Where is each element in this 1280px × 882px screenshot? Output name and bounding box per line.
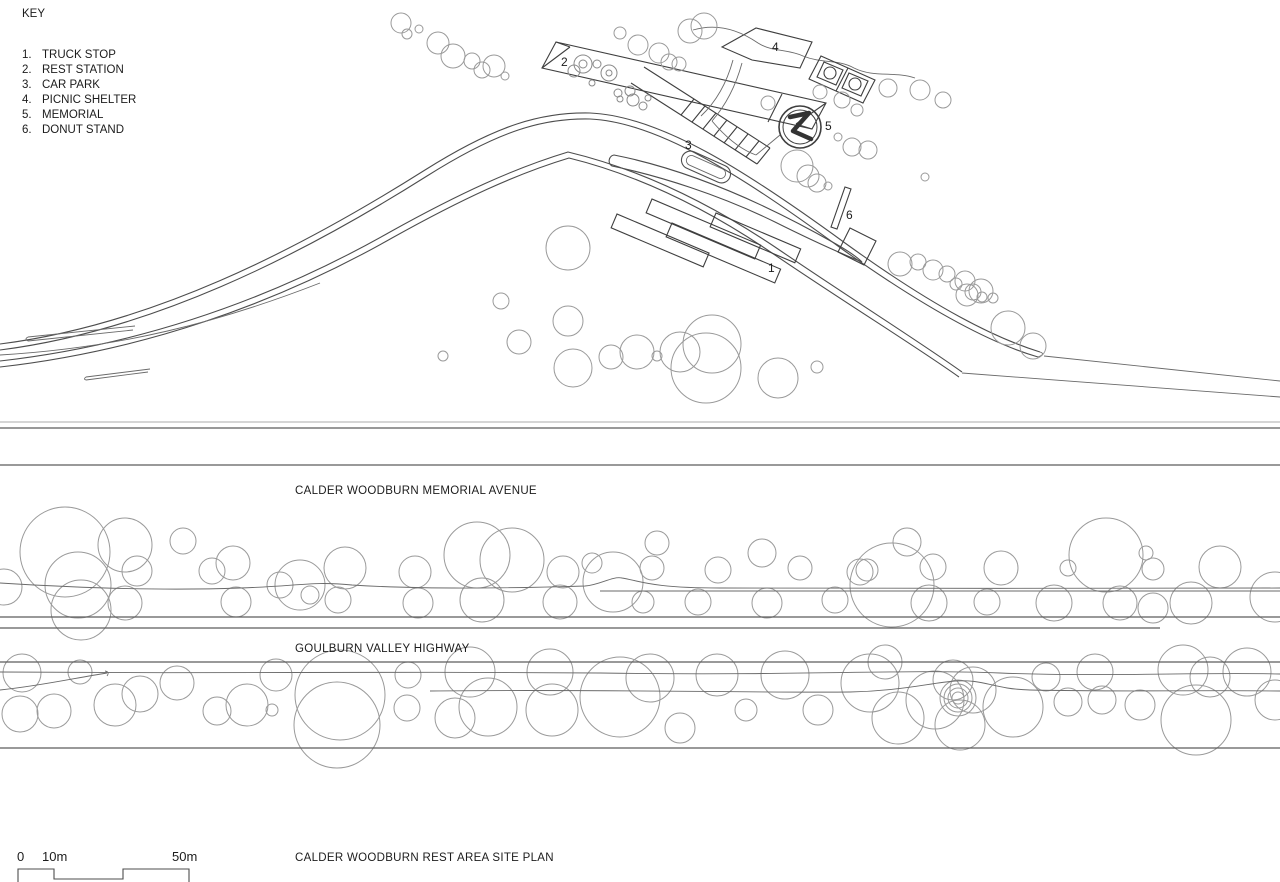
trees-highway	[1, 644, 1280, 769]
site-number-labels: 1 2 3 4 5 6	[561, 40, 853, 275]
trees-courtyard	[567, 54, 652, 111]
key-item-number: 6.	[22, 124, 32, 136]
highway-road-label: GOULBURN VALLEY HIGHWAY	[295, 643, 470, 655]
key-legend: KEY 1. TRUCK STOP 2. REST STATION 3. CAR…	[22, 7, 136, 138]
key-item-number: 2.	[22, 64, 32, 76]
key-item-label: MEMORIAL	[42, 109, 104, 121]
car-park	[630, 66, 771, 165]
key-item-number: 3.	[22, 79, 32, 91]
key-title: KEY	[22, 8, 46, 20]
scale-zero-label: 0	[17, 849, 24, 864]
key-item-truck-stop: 1. TRUCK STOP	[22, 48, 136, 63]
label-picnic-shelter: 4	[772, 40, 779, 54]
donut-stand	[830, 186, 877, 266]
memorial	[755, 105, 822, 156]
key-item-label: CAR PARK	[42, 79, 100, 91]
key-item-memorial: 5. MEMORIAL	[22, 108, 136, 123]
rest-area-roads	[0, 112, 1280, 398]
key-item-label: TRUCK STOP	[42, 49, 116, 61]
scale-bar-steps	[17, 868, 190, 882]
scale-bar: 0 10m 50m	[17, 849, 197, 882]
memorial-sculpture-zigzag	[787, 110, 814, 142]
truck-stop-building	[610, 198, 802, 284]
key-item-donut-stand: 6. DONUT STAND	[22, 123, 136, 138]
key-item-number: 4.	[22, 94, 32, 106]
label-rest-station: 2	[561, 55, 568, 69]
label-donut-stand: 6	[846, 208, 853, 222]
key-item-picnic-shelter: 4. PICNIC SHELTER	[22, 93, 136, 108]
drawing-title: CALDER WOODBURN REST AREA SITE PLAN	[295, 852, 554, 864]
trees-upper	[390, 12, 1047, 404]
trees-avenue	[0, 506, 1280, 641]
key-item-label: DONUT STAND	[42, 124, 124, 136]
key-item-number: 1.	[22, 49, 32, 61]
label-car-park: 3	[685, 138, 692, 152]
picnic-shelter	[692, 26, 916, 156]
avenue-road-label: CALDER WOODBURN MEMORIAL AVENUE	[295, 485, 537, 497]
key-item-rest-station: 2. REST STATION	[22, 63, 136, 78]
label-truck-stop: 1	[768, 261, 775, 275]
corridor-lines	[0, 421, 1280, 749]
scale-fifty-label: 50m	[172, 849, 197, 864]
key-item-number: 5.	[22, 109, 32, 121]
key-item-label: REST STATION	[42, 64, 124, 76]
scale-ten-label: 10m	[42, 849, 67, 864]
key-item-car-park: 3. CAR PARK	[22, 78, 136, 93]
key-item-label: PICNIC SHELTER	[42, 94, 137, 106]
label-memorial: 5	[825, 119, 832, 133]
